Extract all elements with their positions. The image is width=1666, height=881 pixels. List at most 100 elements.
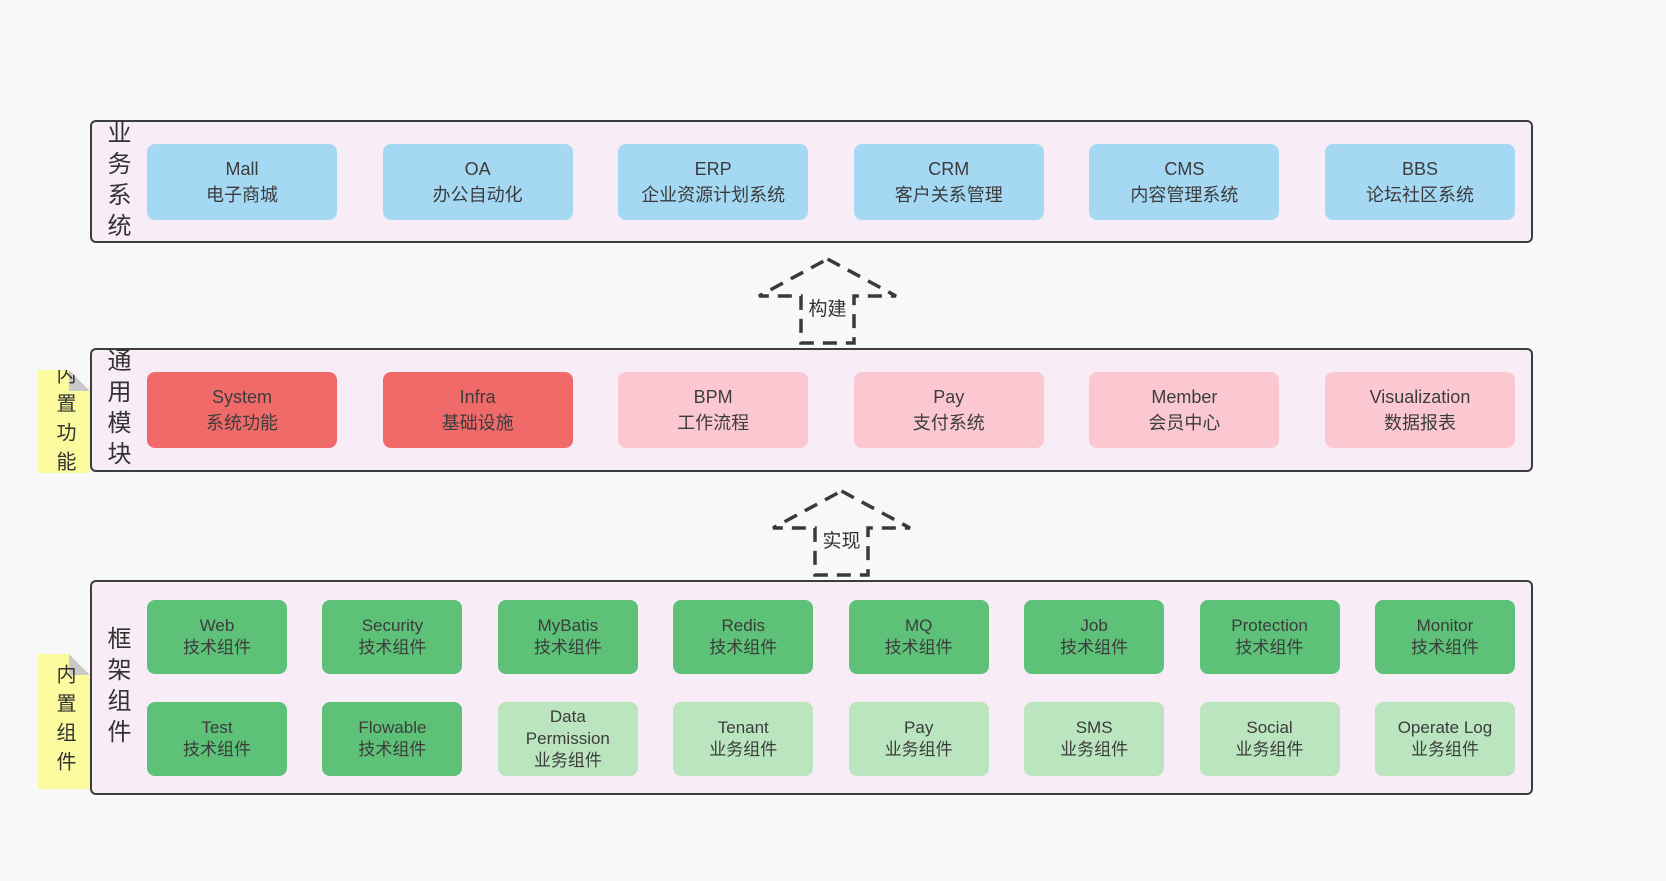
module-box-title: MyBatis <box>537 615 599 635</box>
module-box-title: Visualization <box>1369 387 1471 407</box>
module-box-title: System <box>211 387 272 407</box>
module-box-subtitle: 数据报表 <box>1383 413 1456 433</box>
module-box-title: Pay <box>933 387 965 407</box>
module-box-title: Web <box>199 615 235 635</box>
arrow-implement: 实现 <box>769 488 914 578</box>
module-box-subtitle: 技术组件 <box>1410 637 1479 657</box>
module-box-subtitle: 企业资源计划系统 <box>641 184 786 205</box>
arrow-build: 构建 <box>755 256 900 346</box>
module-box-subtitle: 技术组件 <box>1235 637 1304 657</box>
module-box-subtitle: 业务组件 <box>1235 739 1304 759</box>
module-box-subtitle: 工作流程 <box>677 413 750 433</box>
module-box-subtitle: 技术组件 <box>1060 637 1129 657</box>
module-box-subtitle: 论坛社区系统 <box>1365 184 1474 205</box>
module-box-system: System 系统功能 <box>147 372 337 448</box>
module-box-subtitle: 内容管理系统 <box>1130 184 1239 205</box>
module-box-title: Redis <box>721 615 765 635</box>
module-box-subtitle: 技术组件 <box>183 637 251 657</box>
module-box-subtitle: 基础设施 <box>441 413 514 433</box>
arrow-implement-label: 实现 <box>819 526 864 553</box>
module-box-title: Job <box>1080 615 1108 635</box>
sticky-note-builtin-features: 内置功能 <box>38 370 90 473</box>
module-box-member: Member 会员中心 <box>1089 372 1280 448</box>
module-box-title: Social <box>1246 717 1293 737</box>
module-box-subtitle: 办公自动化 <box>432 184 523 205</box>
module-box-oa: OA 办公自动化 <box>382 143 573 220</box>
module-box-title: OA <box>464 158 491 179</box>
module-box-subtitle: 客户关系管理 <box>894 184 1003 205</box>
module-box-cms: CMS 内容管理系统 <box>1089 143 1280 220</box>
module-box-infra: Infra 基础设施 <box>382 372 573 448</box>
module-box-title: Security <box>361 615 424 635</box>
dashed-up-arrow-icon <box>758 257 897 345</box>
module-box-subtitle: 会员中心 <box>1148 413 1221 433</box>
module-box-visualization: Visualization 数据报表 <box>1324 372 1515 448</box>
module-box-title: Member <box>1151 387 1218 407</box>
sticky-note-label: 内置组件 <box>53 663 75 780</box>
module-box-bpm: BPM 工作流程 <box>618 372 809 448</box>
dashed-up-arrow-icon <box>772 489 911 577</box>
module-box-subtitle: 业务组件 <box>884 739 953 759</box>
module-box-title: Data Permission <box>525 706 610 748</box>
module-box-title: BBS <box>1401 158 1438 179</box>
module-box-subtitle: 业务组件 <box>1060 739 1129 759</box>
module-box-title: Flowable <box>358 717 427 737</box>
module-box-title: Pay <box>904 717 934 737</box>
module-box-title: ERP <box>694 158 732 179</box>
module-box-title: Protection <box>1231 615 1308 635</box>
module-box-subtitle: 技术组件 <box>358 637 427 657</box>
module-box-title: Tenant <box>717 717 769 737</box>
module-box-subtitle: 技术组件 <box>358 739 427 759</box>
module-box-bbs: BBS 论坛社区系统 <box>1324 143 1515 220</box>
module-box-title: MQ <box>904 615 933 635</box>
module-box-subtitle: 电子商城 <box>206 184 278 205</box>
module-box-subtitle: 业务组件 <box>1410 739 1479 759</box>
sticky-note-builtin-components: 内置组件 <box>38 654 90 789</box>
panel-side-label-common-modules: 通用模块 <box>103 348 130 472</box>
sticky-note-label: 内置功能 <box>53 363 75 480</box>
arrow-build-label: 构建 <box>805 294 850 321</box>
module-box-erp: ERP 企业资源计划系统 <box>618 143 809 220</box>
module-box-subtitle: 业务组件 <box>533 750 602 770</box>
module-box-title: SMS <box>1075 717 1113 737</box>
panel-side-label-business-systems: 业务系统 <box>103 119 130 244</box>
module-box-title: Mall <box>225 158 259 179</box>
panel-side-label-framework-components: 框架组件 <box>103 625 130 750</box>
module-box-subtitle: 技术组件 <box>183 739 251 759</box>
module-box-subtitle: 技术组件 <box>884 637 953 657</box>
module-box-title: BPM <box>693 387 733 407</box>
module-box-subtitle: 业务组件 <box>709 739 778 759</box>
module-box-subtitle: 系统功能 <box>206 413 278 433</box>
module-box-title: CMS <box>1164 158 1205 179</box>
module-box-title: Monitor <box>1416 615 1474 635</box>
module-box-title: Infra <box>459 387 496 407</box>
module-box-title: Operate Log <box>1397 717 1493 737</box>
module-box-title: Test <box>201 717 233 737</box>
